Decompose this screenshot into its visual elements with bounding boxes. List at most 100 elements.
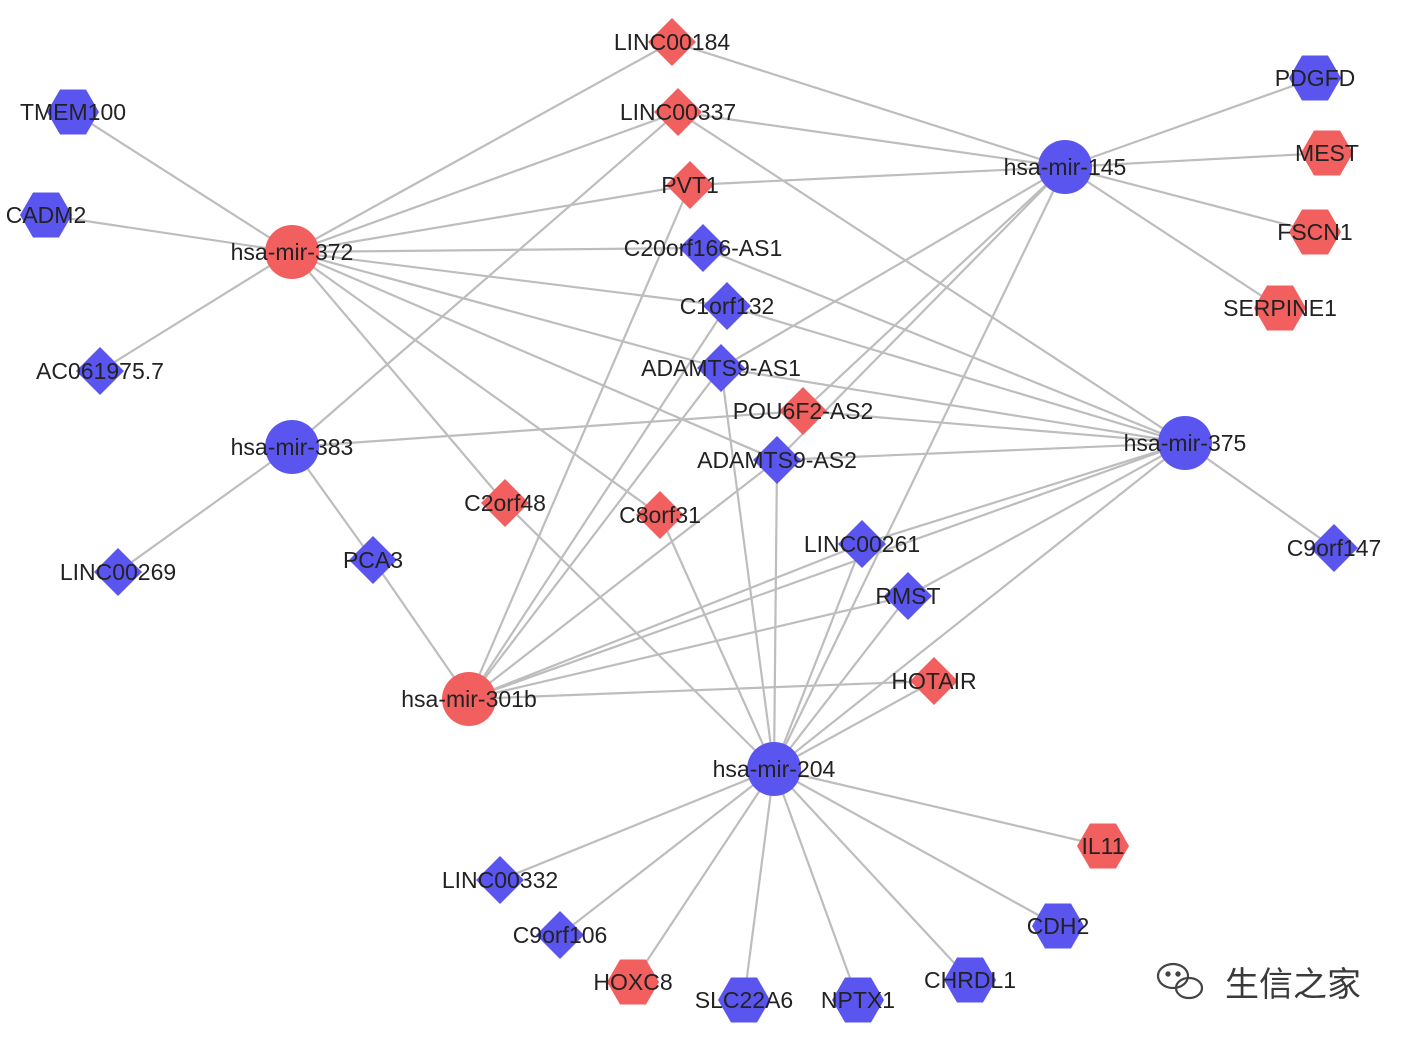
node-label-SLC22A6: SLC22A6: [695, 987, 793, 1013]
edge-hsa-mir-383-LINC00337: [291, 111, 679, 448]
edge-hsa-mir-204-NPTX1: [772, 768, 860, 1001]
node-label-hsa-mir-383: hsa-mir-383: [231, 434, 354, 460]
edge-hsa-mir-383-POU6F2-AS2: [291, 409, 804, 449]
node-label-PCA3: PCA3: [343, 547, 403, 573]
node-label-ADAMTS9-AS1: ADAMTS9-AS1: [641, 355, 801, 381]
node-ADAMTS9-AS2: [753, 436, 801, 484]
edge-hsa-mir-375-C1orf132: [726, 304, 1186, 445]
node-label-C9orf147: C9orf147: [1287, 535, 1382, 561]
edge-hsa-mir-375-hsa-mir-301b: [468, 441, 1186, 701]
edge-hsa-mir-204-CHRDL1: [773, 768, 971, 981]
edge-hsa-mir-375-ADAMTS9-AS1: [720, 366, 1186, 445]
node-C1orf132: [703, 282, 751, 330]
node-LINC00337: [654, 88, 702, 136]
edge-hsa-mir-145-SERPINE1: [1064, 166, 1281, 309]
edge-hsa-mir-372-AC061975.7: [99, 251, 293, 372]
edge-hsa-mir-204-C9orf106: [559, 768, 775, 936]
node-label-C1orf132: C1orf132: [680, 293, 775, 319]
node-hsa-mir-145: [1038, 140, 1092, 194]
node-hsa-mir-301b: [442, 672, 496, 726]
edge-hsa-mir-204-CDH2: [773, 768, 1059, 927]
edge-hsa-mir-204-LINC00332: [499, 767, 775, 882]
edge-hsa-mir-372-LINC00337: [291, 110, 679, 254]
node-hsa-mir-204: [747, 742, 801, 796]
node-label-IL11: IL11: [1081, 833, 1124, 859]
node-FSCN1: [1289, 209, 1341, 255]
node-LINC00184: [648, 18, 696, 66]
node-label-HOTAIR: HOTAIR: [891, 668, 976, 694]
edge-hsa-mir-372-ADAMTS9-AS1: [291, 250, 722, 370]
node-C8orf31: [636, 491, 684, 539]
node-SERPINE1: [1254, 285, 1306, 331]
edge-hsa-mir-372-LINC00184: [291, 41, 673, 253]
node-label-RMST: RMST: [875, 583, 940, 609]
node-label-hsa-mir-372: hsa-mir-372: [231, 239, 354, 265]
node-C20orf166-AS1: [679, 224, 727, 272]
node-label-LINC00261: LINC00261: [804, 531, 920, 557]
node-label-hsa-mir-204: hsa-mir-204: [713, 756, 836, 782]
edge-hsa-mir-375-LINC00337: [677, 111, 1186, 444]
node-CHRDL1: [944, 957, 996, 1003]
node-PDGFD: [1289, 55, 1341, 101]
edge-hsa-mir-145-PVT1: [689, 165, 1066, 187]
node-LINC00269: [94, 548, 142, 596]
edge-hsa-mir-375-POU6F2-AS2: [802, 409, 1186, 445]
node-hsa-mir-383: [265, 420, 319, 474]
node-ADAMTS9-AS1: [697, 344, 745, 392]
node-label-C9orf106: C9orf106: [513, 922, 608, 948]
node-label-TMEM100: TMEM100: [20, 99, 126, 125]
watermark-text: 生信之家: [1225, 965, 1361, 1005]
edge-hsa-mir-204-C8orf31: [658, 514, 776, 770]
edge-hsa-mir-204-HOXC8: [632, 768, 775, 983]
node-label-LINC00332: LINC00332: [442, 867, 558, 893]
node-label-C2orf48: C2orf48: [464, 490, 546, 516]
node-POU6F2-AS2: [779, 387, 827, 435]
edge-hsa-mir-204-IL11: [773, 767, 1104, 848]
edge-hsa-mir-301b-LINC00261: [468, 542, 863, 701]
node-label-FSCN1: FSCN1: [1277, 219, 1352, 245]
edge-hsa-mir-301b-PCA3: [372, 559, 470, 700]
edge-hsa-mir-145-LINC00337: [677, 110, 1066, 169]
node-RMST: [884, 572, 932, 620]
node-C9orf106: [536, 911, 584, 959]
edge-hsa-mir-372-ADAMTS9-AS2: [291, 250, 778, 462]
edge-hsa-mir-372-C20orf166-AS1: [291, 246, 704, 254]
edge-hsa-mir-372-TMEM100: [72, 111, 293, 253]
wechat-icon: [1156, 962, 1204, 1000]
edge-hsa-mir-204-C2orf48: [504, 502, 775, 770]
edge-hsa-mir-372-C2orf48: [291, 251, 506, 504]
node-label-hsa-mir-145: hsa-mir-145: [1004, 154, 1127, 180]
edge-hsa-mir-145-hsa-mir-204: [773, 166, 1066, 770]
node-HOTAIR: [910, 657, 958, 705]
edges-layer: [45, 40, 1335, 1001]
edge-hsa-mir-204-HOTAIR: [773, 680, 935, 770]
node-C2orf48: [481, 479, 529, 527]
edge-hsa-mir-372-C1orf132: [291, 250, 728, 308]
node-SLC22A6: [718, 977, 770, 1023]
node-label-LINC00184: LINC00184: [614, 29, 731, 55]
node-label-LINC00269: LINC00269: [60, 559, 176, 585]
edge-hsa-mir-204-LINC00261: [772, 543, 864, 770]
edge-hsa-mir-145-LINC00184: [671, 40, 1066, 169]
nodes-layer: [20, 18, 1358, 1023]
edge-hsa-mir-301b-PVT1: [467, 184, 692, 700]
labels-layer: LINC00184LINC00337PVT1C20orf166-AS1C1orf…: [6, 29, 1382, 1013]
node-CDH2: [1032, 903, 1084, 949]
edge-hsa-mir-375-RMST: [907, 442, 1186, 597]
node-AC061975.7: [76, 347, 124, 395]
node-label-LINC00337: LINC00337: [620, 99, 736, 125]
edge-hsa-mir-372-CADM2: [45, 213, 293, 254]
node-label-CADM2: CADM2: [6, 202, 87, 228]
edge-hsa-mir-204-ADAMTS9-AS2: [772, 459, 779, 770]
edge-hsa-mir-204-RMST: [773, 595, 909, 770]
edge-hsa-mir-204-SLC22A6: [742, 768, 776, 1001]
node-label-NPTX1: NPTX1: [821, 987, 895, 1013]
node-NPTX1: [832, 977, 884, 1023]
node-label-C20orf166-AS1: C20orf166-AS1: [624, 235, 783, 261]
node-IL11: [1077, 823, 1129, 869]
node-CADM2: [20, 192, 72, 238]
node-TMEM100: [47, 89, 99, 135]
node-label-ADAMTS9-AS2: ADAMTS9-AS2: [697, 447, 857, 473]
node-MEST: [1301, 130, 1353, 176]
